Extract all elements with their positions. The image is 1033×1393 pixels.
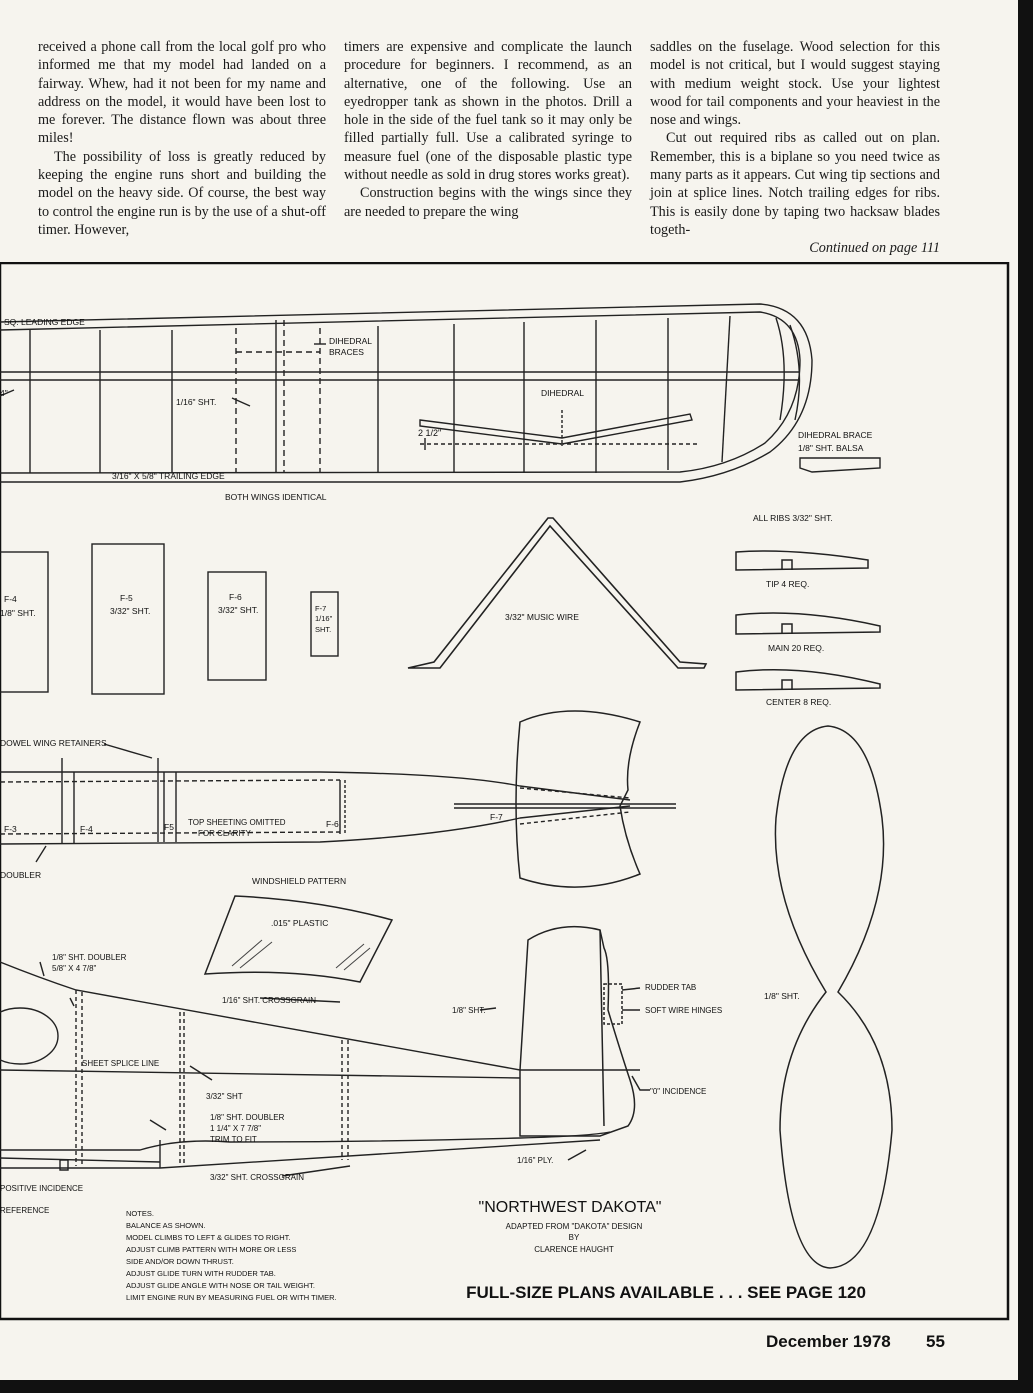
- plan-drawing: SQ. LEADING EDGE DIHEDRAL BRACES 1/16" S…: [0, 262, 1010, 1321]
- label-rib-center: CENTER 8 REQ.: [766, 697, 831, 707]
- note-line: ADJUST GLIDE ANGLE WITH NOSE OR TAIL WEI…: [126, 1281, 315, 1290]
- label-windshield: WINDSHIELD PATTERN: [252, 876, 346, 886]
- article-column-1: received a phone call from the local gol…: [38, 38, 326, 239]
- label-doubler-2-size: 1 1/4" X 7 7/8": [210, 1124, 261, 1133]
- label-left-cut: 4": [0, 388, 8, 398]
- label-f6: F-6: [229, 592, 242, 602]
- label-top-f5: F5: [164, 822, 174, 832]
- note-line: BALANCE AS SHOWN.: [126, 1221, 206, 1230]
- rib-drawings: [735, 550, 881, 691]
- label-f5: F-5: [120, 593, 133, 603]
- label-dihedral-brace-2: 1/8" SHT. BALSA: [798, 443, 864, 453]
- windshield-drawing: [203, 895, 394, 983]
- paragraph: Cut out required ribs as called out on p…: [650, 130, 940, 238]
- label-rib-tip: TIP 4 REQ.: [766, 579, 809, 589]
- footer-page-number: 55: [926, 1332, 945, 1351]
- label-trailing-edge: 3/16" X 5/8" TRAILING EDGE: [112, 471, 225, 481]
- label-all-ribs: ALL RIBS 3/32" SHT.: [753, 513, 833, 523]
- label-both-identical: BOTH WINGS IDENTICAL: [225, 492, 327, 502]
- label-fin-sheet: 1/8" SHT.: [452, 1006, 486, 1015]
- paragraph: received a phone call from the local gol…: [38, 39, 326, 147]
- label-ply: 1/16" PLY.: [517, 1156, 553, 1165]
- label-top-sheeting: TOP SHEETING OMITTED: [188, 818, 286, 827]
- label-dihedral: DIHEDRAL: [541, 388, 584, 398]
- label-top-f7: F-7: [490, 812, 503, 822]
- paragraph: saddles on the fuselage. Wood selection …: [650, 39, 940, 129]
- notes-title: NOTES.: [126, 1209, 154, 1218]
- label-doubler-1: 1/8" SHT. DOUBLER: [52, 953, 127, 962]
- label-side-sheet: 3/32" SHT: [206, 1092, 243, 1101]
- label-f7-size: 1/16": [315, 614, 333, 623]
- article-column-2: timers are expensive and complicate the …: [344, 38, 632, 221]
- label-crossgrain-1: 1/16" SHT. CROSSGRAIN: [222, 996, 316, 1005]
- label-doubler-2-trim: TRIM TO FIT: [210, 1135, 257, 1144]
- stab-plan-drawing: [774, 725, 893, 1269]
- label-doubler-1-size: 5/8" X 4 7/8": [52, 964, 97, 973]
- label-rudder-tab: RUDDER TAB: [645, 983, 696, 992]
- music-wire-drawing: [407, 517, 708, 669]
- label-leading-edge: SQ. LEADING EDGE: [4, 317, 85, 327]
- label-f6-sheet: 3/32" SHT.: [218, 605, 258, 615]
- plans-available: FULL-SIZE PLANS AVAILABLE . . . SEE PAGE…: [466, 1283, 866, 1302]
- label-f3: F-3: [4, 824, 17, 834]
- label-music-wire: 3/32" MUSIC WIRE: [505, 612, 579, 622]
- plan-author: CLARENCE HAUGHT: [534, 1245, 614, 1254]
- label-stab-sheet: 1/8" SHT.: [764, 991, 800, 1001]
- label-top-f6: F-6: [326, 819, 339, 829]
- footer-date: December 1978: [766, 1332, 891, 1351]
- label-zero-incidence: "0" INCIDENCE: [650, 1087, 706, 1096]
- label-reference: REFERENCE: [0, 1206, 49, 1215]
- plan-title: "NORTHWEST DAKOTA": [479, 1199, 662, 1216]
- wing-plan: [0, 303, 881, 483]
- label-dowel-retainers: DOWEL WING RETAINERS: [0, 738, 107, 748]
- label-doubler: DOUBLER: [0, 870, 41, 880]
- paragraph: The possibility of loss is greatly reduc…: [38, 148, 326, 238]
- label-f7: F-7: [315, 604, 326, 613]
- note-line: ADJUST GLIDE TURN WITH RUDDER TAB.: [126, 1269, 276, 1278]
- fuselage-side: [0, 961, 640, 1177]
- label-rib-main: MAIN 20 REQ.: [768, 643, 824, 653]
- label-soft-wire-hinges: SOFT WIRE HINGES: [645, 1006, 722, 1015]
- label-dihedral-height: 2 1/2": [418, 428, 441, 438]
- magazine-page: received a phone call from the local gol…: [0, 0, 1018, 1380]
- label-top-f4: F-4: [80, 824, 93, 834]
- fuselage-top: [0, 743, 676, 863]
- note-line: SIDE AND/OR DOWN THRUST.: [126, 1257, 234, 1266]
- label-splice: SHEET SPLICE LINE: [82, 1059, 159, 1068]
- paragraph: timers are expensive and complicate the …: [344, 39, 632, 184]
- label-wing-sheet: 1/16" SHT.: [176, 397, 216, 407]
- plan-border: [0, 262, 1010, 1321]
- label-positive-incidence: POSITIVE INCIDENCE: [0, 1184, 83, 1193]
- label-dihedral-brace: DIHEDRAL BRACE: [798, 430, 873, 440]
- note-line: ADJUST CLIMB PATTERN WITH MORE OR LESS: [126, 1245, 296, 1254]
- note-line: LIMIT ENGINE RUN BY MEASURING FUEL OR WI…: [126, 1293, 337, 1302]
- label-f7-sheet: SHT.: [315, 625, 331, 634]
- note-line: MODEL CLIMBS TO LEFT & GLIDES TO RIGHT.: [126, 1233, 291, 1242]
- fin-drawing: [479, 925, 650, 1161]
- plan-by: BY: [569, 1233, 580, 1242]
- paragraph: Construction begins with the wings since…: [344, 185, 632, 220]
- former-drawings: [0, 543, 339, 695]
- label-plastic: .015" PLASTIC: [271, 918, 328, 928]
- stab-drawing: [515, 710, 641, 888]
- label-dihedral-braces-2: BRACES: [329, 347, 364, 357]
- windshield-glare: [231, 939, 371, 971]
- label-f4-sheet: 1/8" SHT.: [0, 608, 36, 618]
- plan-adapted: ADAPTED FROM "DAKOTA" DESIGN: [506, 1222, 643, 1231]
- label-dihedral-braces: DIHEDRAL: [329, 336, 372, 346]
- label-crossgrain-2: 3/32" SHT. CROSSGRAIN: [210, 1173, 304, 1182]
- continued-note: Continued on page 111: [809, 240, 940, 257]
- label-doubler-2: 1/8" SHT. DOUBLER: [210, 1113, 285, 1122]
- article-column-3: saddles on the fuselage. Wood selection …: [650, 38, 940, 258]
- label-f4: F-4: [4, 594, 17, 604]
- label-top-sheeting-2: FOR CLARITY: [198, 829, 252, 838]
- notes-block: NOTES. BALANCE AS SHOWN. MODEL CLIMBS TO…: [126, 1209, 337, 1302]
- label-f5-sheet: 3/32" SHT.: [110, 606, 150, 616]
